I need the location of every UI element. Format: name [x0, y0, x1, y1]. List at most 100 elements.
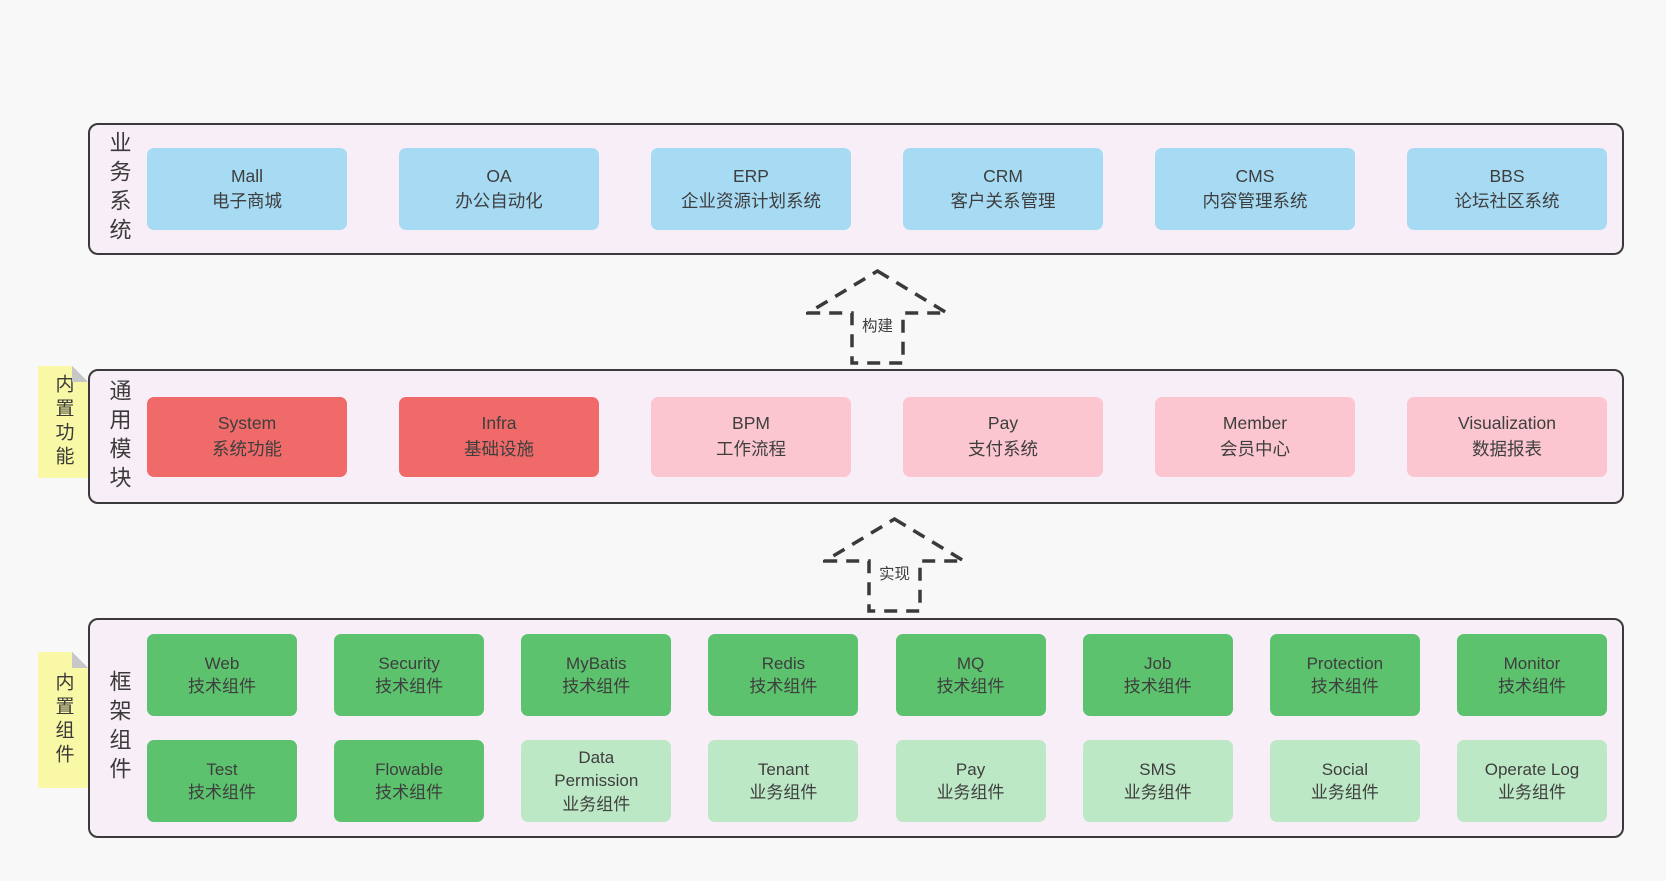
box-subtitle: 业务组件	[1497, 783, 1566, 802]
box-title: Social	[1321, 759, 1368, 779]
sticky-note-text: 内置功能	[52, 374, 74, 470]
box-title: MyBatis	[566, 653, 627, 673]
box-subtitle: 技术组件	[562, 677, 631, 696]
box-title: Protection	[1306, 653, 1384, 673]
box-subtitle: 办公自动化	[455, 191, 543, 211]
box-member: Member 会员中心	[1155, 396, 1355, 477]
box-data-permission: Data Permission 业务组件	[521, 740, 672, 822]
box-subtitle: 系统功能	[212, 438, 282, 459]
box-subtitle: 业务组件	[562, 794, 631, 814]
modules-box-row: System 系统功能 Infra 基础设施 BPM 工作流程 Pay 支付系统…	[147, 396, 1622, 477]
framework-box-row-1: Web 技术组件 Security 技术组件 MyBatis 技术组件 Redi…	[147, 634, 1607, 716]
box-mq: MQ 技术组件	[895, 634, 1046, 716]
framework-rows: Web 技术组件 Security 技术组件 MyBatis 技术组件 Redi…	[147, 634, 1622, 822]
box-visualization: Visualization 数据报表	[1407, 396, 1607, 477]
box-security: Security 技术组件	[334, 634, 485, 716]
framework-box-row-2: Test 技术组件 Flowable 技术组件 Data Permission …	[147, 740, 1607, 822]
box-subtitle: 业务组件	[936, 783, 1005, 802]
box-subtitle: 技术组件	[375, 677, 444, 696]
box-title: CRM	[983, 165, 1023, 186]
box-subtitle: 业务组件	[749, 783, 818, 802]
box-title: Web	[204, 653, 240, 673]
box-title: BBS	[1489, 165, 1525, 186]
framework-components-panel: 框架组件 Web 技术组件 Security 技术组件 MyBatis 技术组件…	[88, 618, 1624, 838]
arrow-build: 构建	[806, 268, 949, 366]
box-subtitle: 工作流程	[716, 438, 786, 459]
box-subtitle: 客户关系管理	[950, 191, 1056, 211]
box-sms: SMS 业务组件	[1082, 740, 1233, 822]
box-protection: Protection 技术组件	[1269, 634, 1420, 716]
common-modules-label: 通用模块	[106, 378, 132, 495]
box-title: System	[217, 413, 277, 434]
note-fold-corner-icon	[72, 652, 88, 668]
box-title: Flowable	[375, 759, 444, 779]
box-pay-module: Pay 支付系统	[903, 396, 1103, 477]
box-subtitle: 内容管理系统	[1202, 191, 1308, 211]
box-title: Member	[1222, 413, 1288, 434]
box-title: Redis	[761, 653, 806, 673]
business-systems-label: 业务系统	[106, 131, 132, 247]
box-title: Monitor	[1503, 653, 1561, 673]
box-title: SMS	[1139, 759, 1177, 779]
box-subtitle: 电子商城	[212, 191, 282, 211]
box-subtitle: 企业资源计划系统	[681, 191, 821, 211]
box-social: Social 业务组件	[1269, 740, 1420, 822]
box-subtitle: 技术组件	[375, 783, 444, 802]
box-flowable: Flowable 技术组件	[334, 740, 485, 822]
box-subtitle: 技术组件	[1497, 677, 1566, 696]
note-fold-corner-icon	[72, 366, 88, 382]
box-subtitle: 业务组件	[1310, 783, 1379, 802]
box-title: MQ	[956, 653, 985, 673]
box-title: CMS	[1235, 165, 1275, 186]
box-subtitle: 技术组件	[188, 783, 256, 802]
box-operate-log: Operate Log 业务组件	[1456, 740, 1607, 822]
arrow-implement-label: 实现	[874, 561, 915, 585]
up-arrow-icon	[823, 516, 966, 613]
box-bpm: BPM 工作流程	[651, 396, 851, 477]
box-subtitle: 会员中心	[1220, 438, 1290, 459]
box-bbs: BBS 论坛社区系统	[1407, 148, 1607, 230]
box-tenant: Tenant 业务组件	[708, 740, 859, 822]
box-title: OA	[486, 165, 512, 186]
sticky-note-text: 内置组件	[52, 672, 74, 768]
arrow-build-label: 构建	[857, 313, 898, 337]
box-mybatis: MyBatis 技术组件	[521, 634, 672, 716]
box-mall: Mall 电子商城	[147, 148, 347, 230]
box-subtitle: 支付系统	[968, 438, 1038, 459]
box-erp: ERP 企业资源计划系统	[651, 148, 851, 230]
box-title: Infra	[481, 413, 517, 434]
box-title: Pay	[955, 759, 986, 779]
box-title: Tenant	[757, 759, 809, 779]
box-pay-component: Pay 业务组件	[895, 740, 1046, 822]
box-title: Visualization	[1458, 413, 1556, 434]
sticky-note-builtin-features: 内置功能	[38, 366, 88, 478]
business-systems-panel: 业务系统 Mall 电子商城 OA 办公自动化 ERP 企业资源计划系统 CRM…	[88, 123, 1624, 255]
box-job: Job 技术组件	[1082, 634, 1233, 716]
box-subtitle: 技术组件	[1123, 677, 1192, 696]
box-crm: CRM 客户关系管理	[903, 148, 1103, 230]
box-cms: CMS 内容管理系统	[1155, 148, 1355, 230]
box-title: BPM	[732, 413, 770, 434]
up-arrow-icon	[806, 268, 949, 365]
box-title: Test	[206, 759, 238, 779]
arrow-implement: 实现	[823, 516, 966, 614]
box-title: Pay	[987, 413, 1019, 434]
business-box-row: Mall 电子商城 OA 办公自动化 ERP 企业资源计划系统 CRM 客户关系…	[147, 148, 1622, 230]
box-subtitle: 技术组件	[936, 677, 1005, 696]
box-subtitle: 数据报表	[1472, 438, 1542, 459]
box-system: System 系统功能	[147, 396, 347, 477]
box-redis: Redis 技术组件	[708, 634, 859, 716]
sticky-note-builtin-components: 内置组件	[38, 652, 88, 788]
box-title: Data Permission	[554, 747, 639, 791]
box-subtitle: 技术组件	[1310, 677, 1379, 696]
framework-components-label: 框架组件	[106, 670, 132, 786]
box-web: Web 技术组件	[147, 634, 297, 716]
box-title: Operate Log	[1484, 759, 1580, 779]
box-infra: Infra 基础设施	[399, 396, 599, 477]
box-subtitle: 业务组件	[1123, 783, 1192, 802]
box-test: Test 技术组件	[147, 740, 297, 822]
box-monitor: Monitor 技术组件	[1456, 634, 1607, 716]
box-subtitle: 基础设施	[464, 438, 534, 459]
box-subtitle: 技术组件	[749, 677, 818, 696]
common-modules-panel: 通用模块 System 系统功能 Infra 基础设施 BPM 工作流程 Pay…	[88, 369, 1624, 504]
